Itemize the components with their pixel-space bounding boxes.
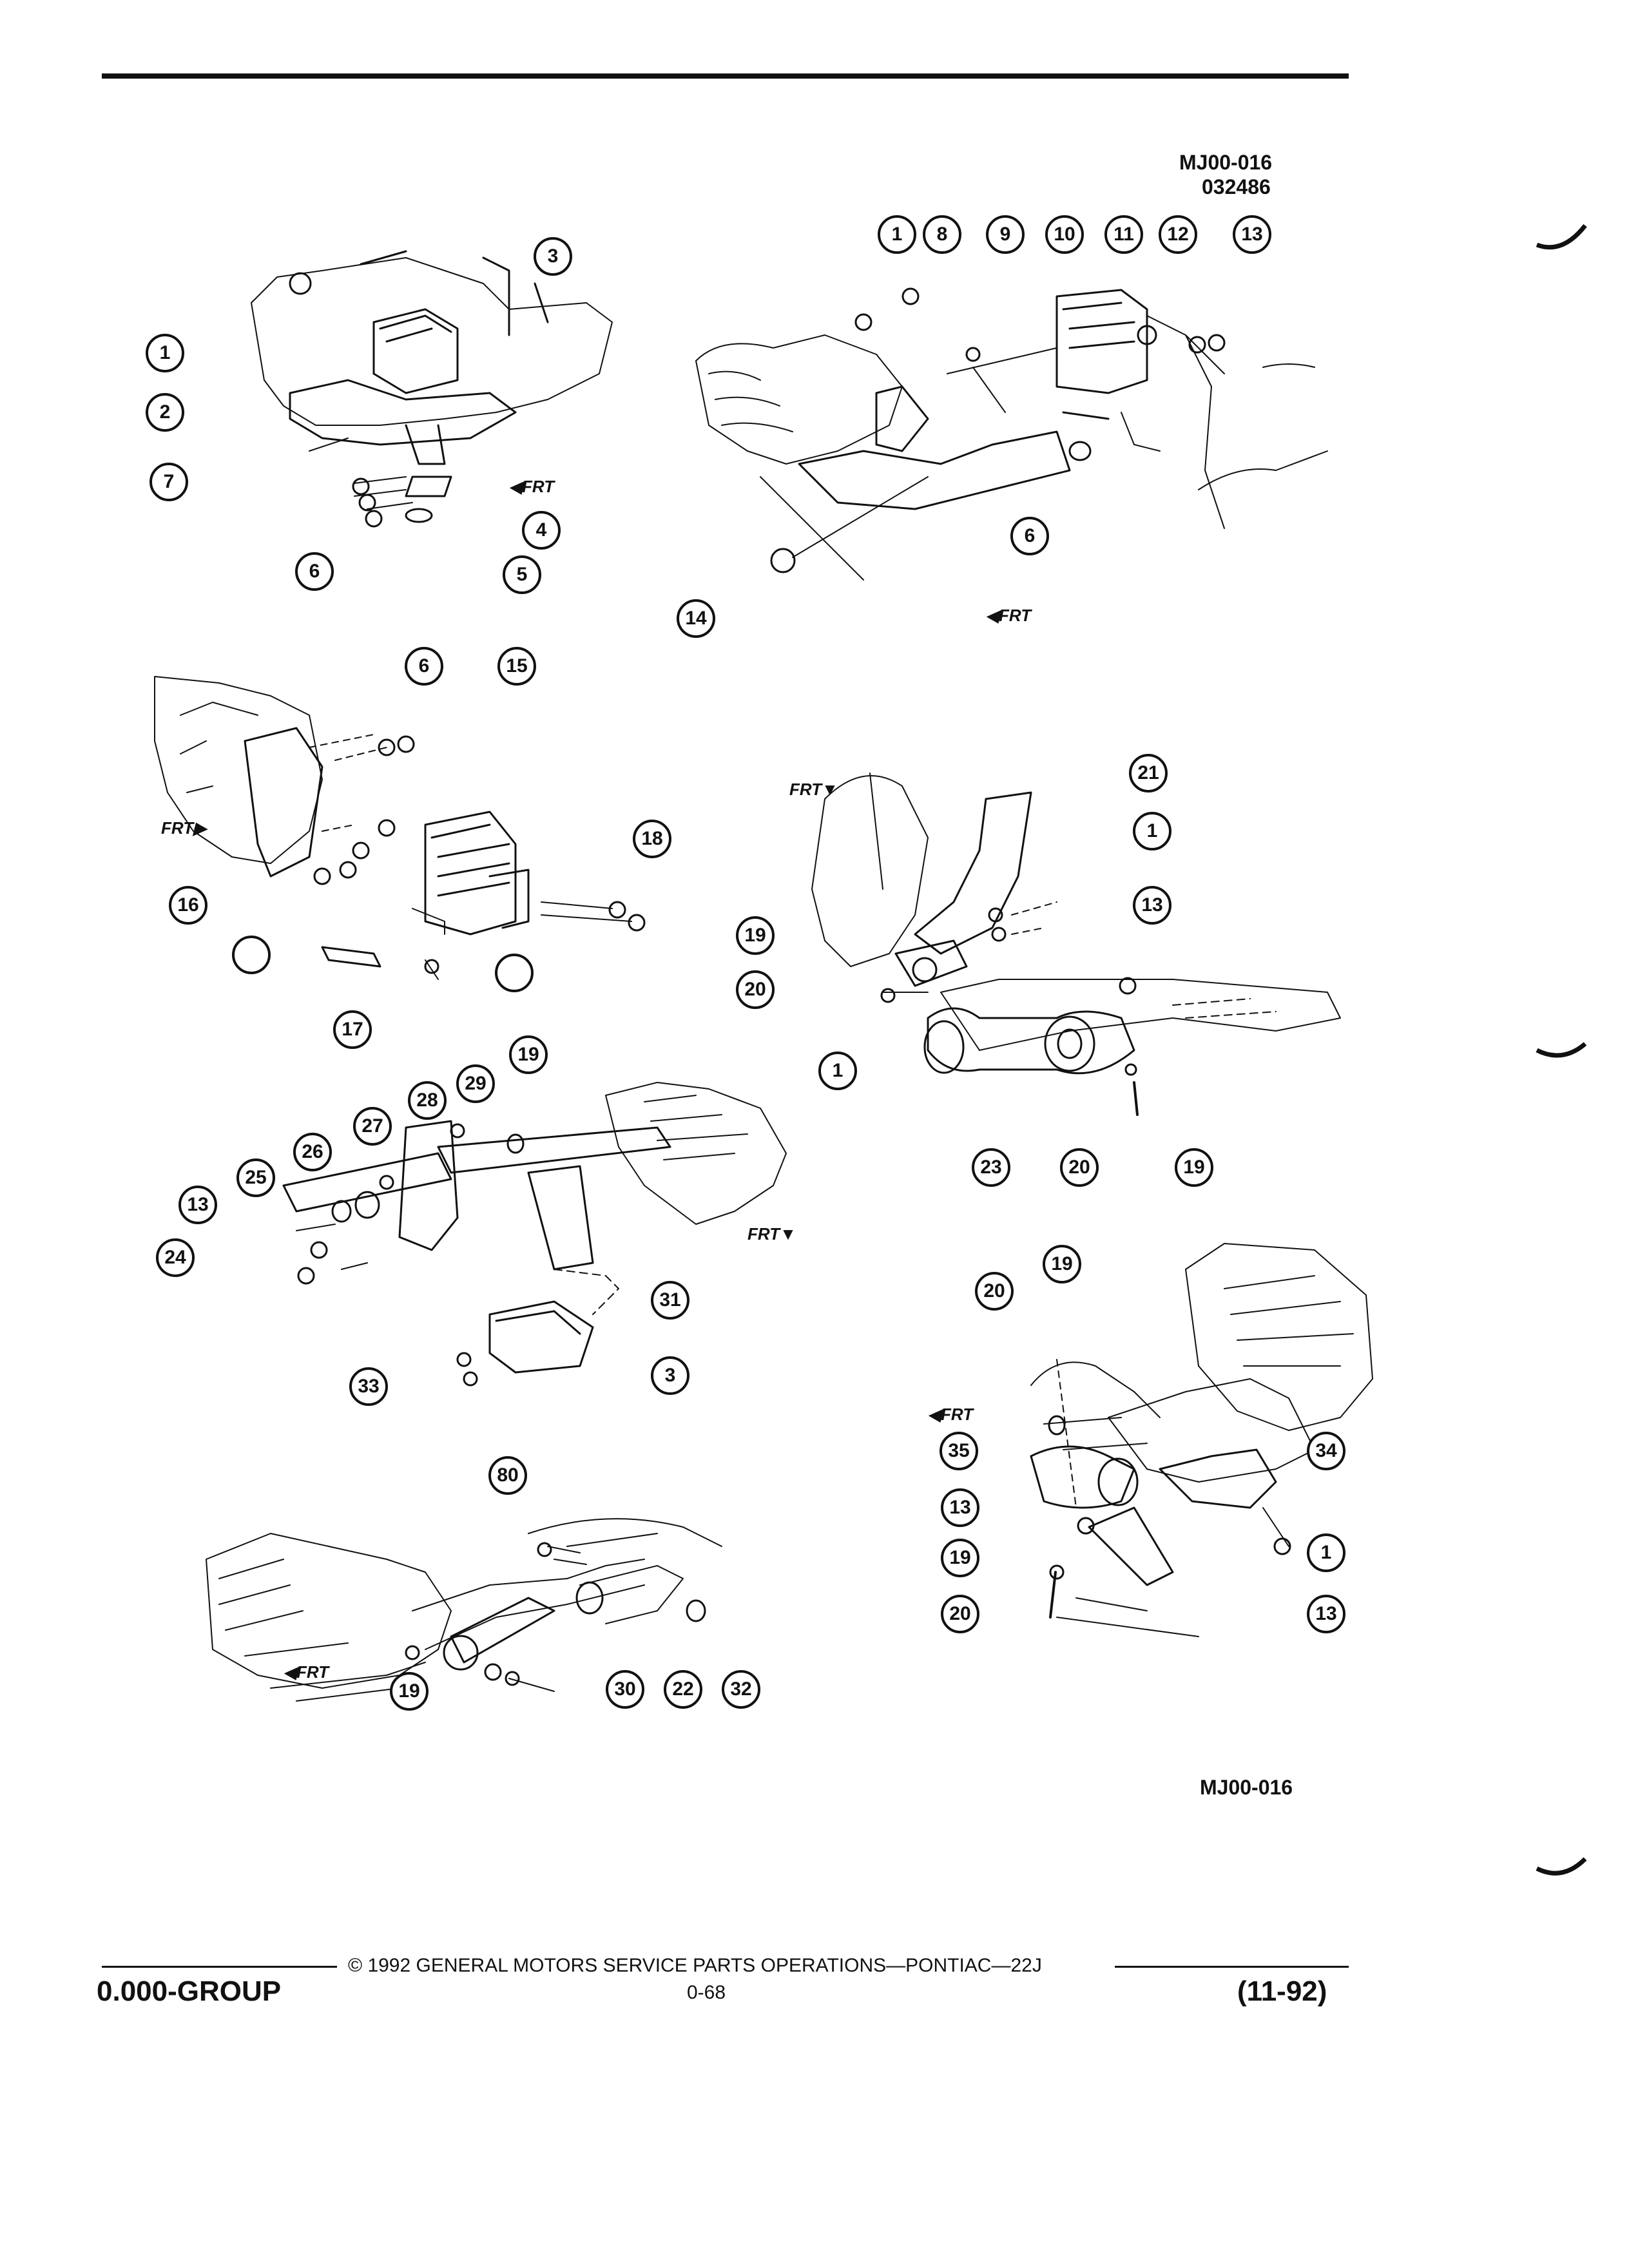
callout: 28 <box>408 1081 447 1120</box>
callout: 31 <box>651 1281 689 1320</box>
page-number: 0-68 <box>687 1982 726 2003</box>
mount-illustration-2 <box>695 287 1328 581</box>
scan-mark <box>1536 1042 1587 1058</box>
callout: 13 <box>941 1488 979 1527</box>
scan-mark <box>1536 1857 1587 1876</box>
callout: 3 <box>651 1356 689 1395</box>
callout: 1 <box>1133 812 1171 850</box>
revision-date: (11-92) <box>1237 1975 1327 2007</box>
top-rule <box>102 73 1349 79</box>
callout: 8 <box>923 215 961 254</box>
front-direction-label: ◀FRT <box>986 606 1032 625</box>
callout: 25 <box>236 1158 275 1197</box>
callout: 2 <box>146 393 184 432</box>
callout: 23 <box>972 1148 1010 1187</box>
callout: 19 <box>509 1035 548 1074</box>
callout: 19 <box>390 1672 429 1711</box>
callout: 19 <box>941 1539 979 1577</box>
mount-illustration-5 <box>282 1082 787 1387</box>
front-direction-label: FRT▶ <box>161 818 207 838</box>
callout: 16 <box>169 886 207 925</box>
callout: 6 <box>295 552 334 591</box>
front-direction-label: ◀FRT <box>284 1662 329 1682</box>
copyright-line: © 1992 GENERAL MOTORS SERVICE PARTS OPER… <box>348 1955 1042 1976</box>
callout: 17 <box>333 1010 372 1049</box>
callout: 30 <box>606 1670 644 1709</box>
front-direction-label: ◀FRT <box>509 477 555 496</box>
mount-illustration-7 <box>206 1518 722 1702</box>
callout: 1 <box>818 1052 857 1090</box>
mount-illustration-4 <box>811 773 1341 1116</box>
callout: 29 <box>456 1064 495 1103</box>
callout: 1 <box>878 215 916 254</box>
callout: 14 <box>677 599 715 638</box>
mount-illustration-1 <box>251 250 613 528</box>
mount-illustration-6 <box>1030 1243 1373 1637</box>
callout <box>495 954 534 992</box>
callout: 13 <box>1307 1595 1345 1633</box>
callout: 7 <box>149 463 188 501</box>
front-direction-label: FRT▼ <box>789 780 838 799</box>
mount-illustration-3 <box>154 676 646 980</box>
callout: 19 <box>1175 1148 1213 1187</box>
callout: 19 <box>736 916 775 955</box>
front-direction-label: FRT▼ <box>747 1224 796 1244</box>
callout: 13 <box>178 1186 217 1224</box>
callout: 21 <box>1129 754 1168 793</box>
front-direction-label: ◀FRT <box>928 1405 974 1424</box>
scan-mark <box>1536 224 1587 250</box>
callout: 32 <box>722 1670 760 1709</box>
callout: 20 <box>1060 1148 1099 1187</box>
callout: 3 <box>534 237 572 276</box>
callout: 80 <box>488 1456 527 1495</box>
figure-code: MJ00-016 <box>1179 151 1273 174</box>
footer-rule-right <box>1115 1966 1349 1968</box>
callout: 5 <box>503 555 541 594</box>
callout: 12 <box>1159 215 1197 254</box>
callout: 27 <box>353 1107 392 1146</box>
callout: 4 <box>522 511 561 550</box>
callout: 34 <box>1307 1432 1345 1470</box>
callout: 6 <box>1010 517 1049 555</box>
callout: 22 <box>664 1670 702 1709</box>
group-label: 0.000-GROUP <box>97 1975 282 2007</box>
callout: 33 <box>349 1367 388 1406</box>
callout <box>232 936 271 974</box>
callout: 20 <box>941 1595 979 1633</box>
callout: 13 <box>1133 886 1171 925</box>
callout: 24 <box>156 1238 195 1277</box>
callout: 20 <box>975 1272 1014 1311</box>
callout: 9 <box>986 215 1025 254</box>
callout: 20 <box>736 970 775 1009</box>
callout: 19 <box>1043 1245 1081 1283</box>
footer-rule-left <box>102 1966 337 1968</box>
callout: 15 <box>497 647 536 686</box>
callout: 18 <box>633 820 671 858</box>
callout: 11 <box>1104 215 1143 254</box>
callout: 1 <box>1307 1533 1345 1572</box>
callout: 13 <box>1233 215 1271 254</box>
callout: 10 <box>1045 215 1084 254</box>
figure-code-bottom: MJ00-016 <box>1200 1776 1293 1799</box>
callout: 6 <box>405 647 443 686</box>
callout: 35 <box>940 1432 978 1470</box>
callout: 26 <box>293 1133 332 1171</box>
date-code: 032486 <box>1202 175 1271 198</box>
callout: 1 <box>146 334 184 372</box>
